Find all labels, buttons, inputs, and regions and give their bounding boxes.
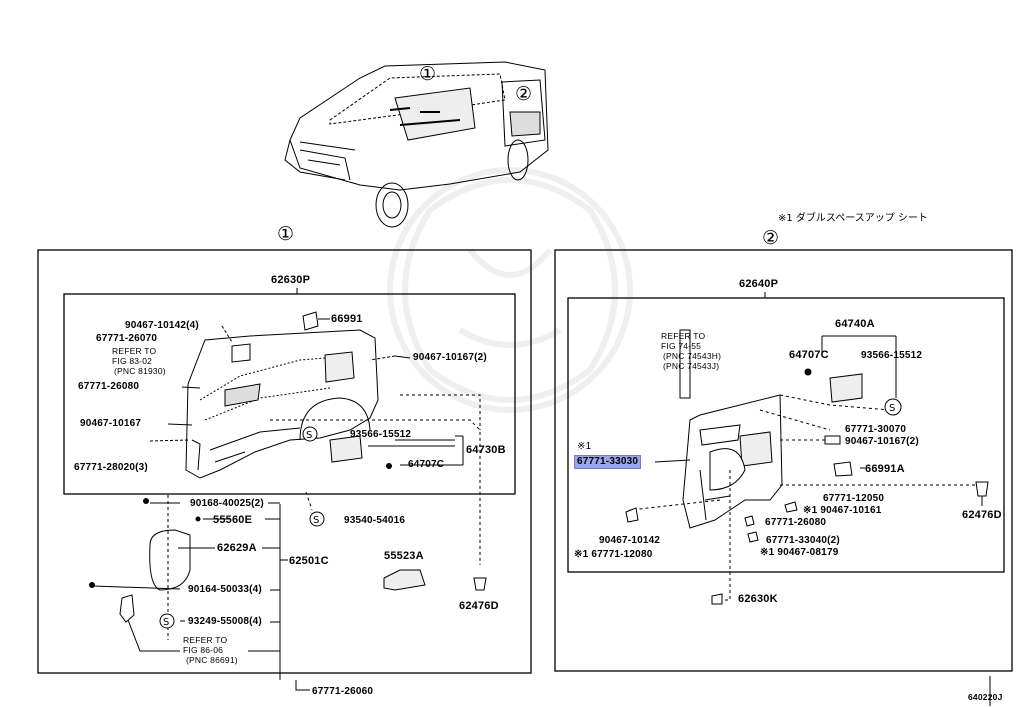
section2-frame (554, 249, 1013, 672)
pnc-74543j-text: (PNC 74543J) (663, 361, 720, 371)
part-64740a[interactable]: 64740A (835, 318, 875, 330)
svg-text:S: S (889, 403, 895, 414)
refer-to-text-3: REFER TO (661, 331, 706, 341)
part-64707c-right[interactable]: 64707C (789, 349, 829, 361)
part-62630k[interactable]: 62630K (738, 593, 778, 605)
part-90168-40025[interactable]: 90168-40025(2) (190, 498, 264, 509)
fig-86-06-link[interactable]: FIG 86-06 (183, 645, 224, 655)
refer-to-text: REFER TO (112, 346, 157, 356)
van-illustration (284, 61, 549, 228)
part-90467-10167-2[interactable]: 90467-10167(2) (413, 352, 487, 363)
part-67771-26080[interactable]: 67771-26080 (78, 381, 140, 392)
part-55523a[interactable]: 55523A (384, 550, 424, 562)
part-67771-28020[interactable]: 67771-28020(3) (74, 462, 148, 473)
quarter-trim-panel-left (185, 329, 379, 479)
pnc-74543h-text: (PNC 74543H) (663, 351, 722, 361)
part-64707c[interactable]: 64707C (408, 459, 445, 470)
part-93249-55008[interactable]: 93249-55008(4) (188, 616, 262, 627)
fig-83-02-link[interactable]: FIG 83-02 (112, 356, 153, 366)
part-62629a[interactable]: 62629A (217, 542, 257, 554)
part-90467-10167-right[interactable]: 90467-10167(2) (845, 436, 919, 447)
svg-text:S: S (306, 430, 312, 441)
part-90467-10161[interactable]: ※1 90467-10161 (803, 505, 882, 516)
part-67771-12050[interactable]: 67771-12050 (823, 493, 885, 504)
part-62640p[interactable]: 62640P (739, 278, 779, 290)
quarter-trim-panel-right (625, 329, 989, 605)
part-90164-50033[interactable]: 90164-50033(4) (188, 584, 262, 595)
part-62476d-left[interactable]: 62476D (459, 600, 499, 612)
part-67771-33030-highlighted[interactable]: 67771-33030 (574, 455, 642, 469)
part-90467-10167[interactable]: 90467-10167 (80, 418, 142, 429)
part-62501c[interactable]: 62501C (289, 555, 329, 567)
section2-inner-frame (567, 297, 1005, 573)
pnc-86691-text: (PNC 86691) (186, 655, 238, 665)
section1-inner-frame (63, 293, 516, 495)
part-55560e[interactable]: 55560E (213, 514, 253, 526)
pnc-81930-text: (PNC 81930) (114, 366, 166, 376)
part-67771-12080[interactable]: ※1 67771-12080 (574, 549, 653, 560)
part-90467-10142[interactable]: 90467-10142(4) (125, 320, 199, 331)
svg-text:S: S (313, 515, 319, 526)
footnote-double-space-up-seat: ※1 ダブルスペースアップ シート (778, 213, 928, 224)
svg-text:①: ① (419, 63, 436, 85)
part-93540-54016[interactable]: 93540-54016 (344, 515, 406, 526)
fig-74-55-link[interactable]: FIG 74-55 (661, 341, 702, 351)
part-93566-15512-right[interactable]: 93566-15512 (861, 350, 923, 361)
part-66991[interactable]: 66991 (331, 313, 363, 325)
svg-text:②: ② (515, 83, 532, 105)
part-62630p[interactable]: 62630P (271, 274, 311, 286)
figure-code: 640220J (968, 692, 1003, 702)
part-90467-08179[interactable]: ※1 90467-08179 (760, 547, 839, 558)
footnote-marker: ※1 (577, 441, 592, 452)
part-67771-33040[interactable]: 67771-33040(2) (766, 535, 840, 546)
part-64730b[interactable]: 64730B (466, 444, 506, 456)
part-90467-10142-right[interactable]: 90467-10142 (599, 535, 661, 546)
part-67771-26070[interactable]: 67771-26070 (96, 333, 158, 344)
part-93566-15512[interactable]: 93566-15512 (350, 429, 412, 440)
part-66991a[interactable]: 66991A (865, 463, 905, 475)
section1-marker: ① (277, 223, 295, 245)
section2-marker: ② (762, 227, 780, 249)
part-67771-26060[interactable]: 67771-26060 (312, 686, 374, 697)
watermark-emblem (387, 167, 633, 413)
part-67771-26080-right[interactable]: 67771-26080 (765, 517, 827, 528)
section1-frame (37, 249, 532, 674)
svg-text:S: S (163, 617, 169, 628)
refer-to-text-2: REFER TO (183, 635, 228, 645)
part-62476d-right[interactable]: 62476D (962, 509, 1002, 521)
part-67771-30070[interactable]: 67771-30070 (845, 424, 907, 435)
screw-symbol-s (159, 426, 325, 629)
